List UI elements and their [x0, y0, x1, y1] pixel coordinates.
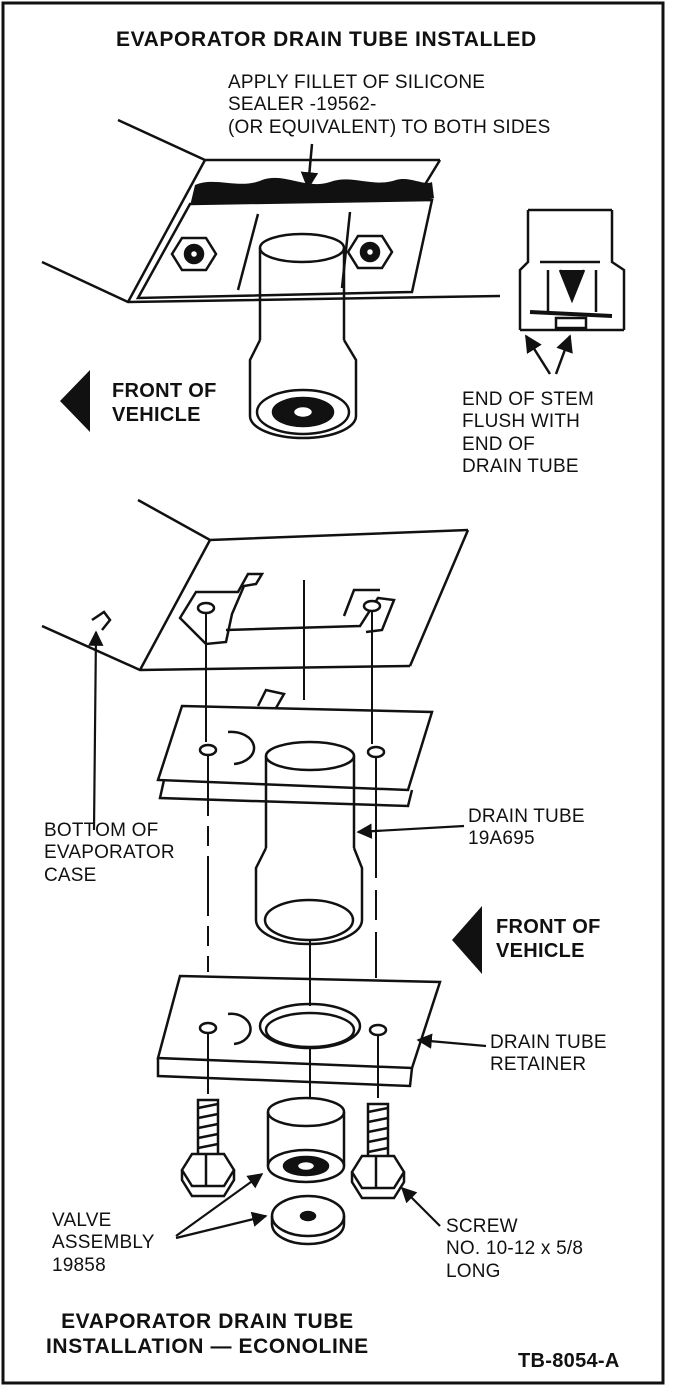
drain-tube-callout: DRAIN TUBE 19A695 — [468, 806, 585, 850]
left-screw — [180, 1098, 236, 1198]
bottom-case-bracket — [178, 572, 396, 646]
top-right-nut — [346, 234, 394, 270]
drain-tube-retainer-callout: DRAIN TUBE RETAINER — [490, 1032, 607, 1076]
valve-leader-2 — [175, 1211, 268, 1240]
explode-lines — [205, 580, 379, 1098]
figure-id: TB-8054-A — [518, 1350, 620, 1372]
stem-flush-callout: END OF STEM FLUSH WITH END OF DRAIN TUBE — [462, 389, 595, 478]
bottom-of-evaporator-case-callout: BOTTOM OF EVAPORATOR CASE — [44, 820, 175, 886]
sealer-leader — [300, 143, 319, 190]
top-title: EVAPORATOR DRAIN TUBE INSTALLED — [116, 28, 537, 51]
right-screw — [350, 1102, 406, 1200]
page-border — [1, 1, 665, 1385]
top-left-nut — [170, 236, 218, 272]
valve-leader-1 — [175, 1173, 264, 1237]
valve-assembly — [266, 1096, 346, 1246]
retainer-leader — [416, 1033, 487, 1049]
screw-callout: SCREW NO. 10-12 x 5/8 LONG — [446, 1216, 584, 1282]
valve-assembly-callout: VALVE ASSEMBLY 19858 — [52, 1210, 155, 1276]
drain-tube-leader — [356, 823, 465, 839]
top-drain-tube — [248, 232, 358, 440]
sealer-callout: APPLY FILLET OF SILICONE SEALER -19562- … — [228, 72, 551, 138]
stem-arrow-right — [554, 334, 573, 375]
drain-tube-retainer — [156, 974, 442, 1088]
bottom-evaporator-case — [41, 498, 470, 672]
evaporator-case-leader — [88, 630, 104, 831]
stem-detail — [518, 208, 626, 332]
bottom-title: EVAPORATOR DRAIN TUBE INSTALLATION — ECO… — [46, 1310, 369, 1358]
front-arrow-top-icon — [60, 370, 90, 432]
bottom-case-hook — [91, 610, 112, 631]
front-arrow-bottom-icon — [452, 906, 482, 974]
front-of-vehicle-bottom-label: FRONT OF VEHICLE — [496, 916, 601, 962]
front-of-vehicle-top-label: FRONT OF VEHICLE — [112, 380, 217, 426]
bottom-drain-tube — [254, 740, 364, 946]
stem-arrow-left — [524, 334, 552, 375]
screw-leader — [400, 1186, 441, 1227]
